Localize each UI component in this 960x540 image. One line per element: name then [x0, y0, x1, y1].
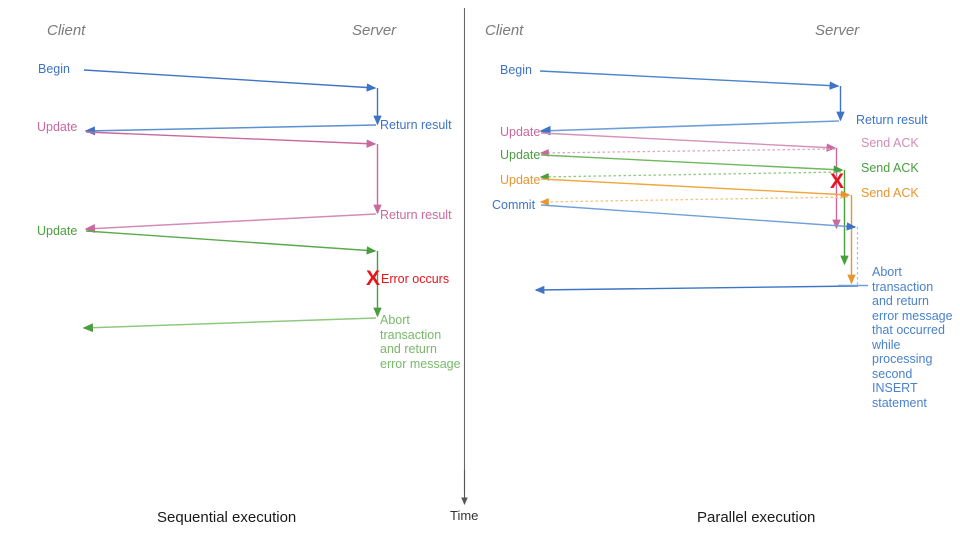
right-actor-client: Client [485, 22, 524, 39]
right-msg-update-1: Update [500, 125, 541, 139]
arrow-update3-request-p [540, 178, 851, 199]
right-msg-commit: Commit [492, 198, 536, 212]
right-msg-begin: Begin [500, 63, 532, 77]
left-error-x-icon: X [366, 267, 381, 290]
arrow-update-1-request [85, 131, 377, 148]
right-msg-send-ack-2: Send ACK [861, 161, 919, 175]
left-msg-update-2: Update [37, 224, 78, 238]
arrow-update2-request-p [540, 154, 844, 174]
left-msg-begin: Begin [38, 62, 70, 76]
right-msg-return-result: Return result [856, 113, 928, 127]
right-error-x-icon: X [830, 170, 845, 193]
arrow-return-result-1 [84, 124, 377, 136]
right-msg-update-3: Update [500, 173, 541, 187]
right-panel-arrows [534, 70, 868, 295]
arrow-ack2-dotted-p [539, 171, 842, 181]
arrow-begin-request-p [539, 70, 840, 90]
right-panel-caption: Parallel execution [697, 509, 816, 526]
right-actor-server: Server [815, 22, 860, 39]
left-panel-arrows [82, 69, 382, 333]
right-msg-send-ack-3: Send ACK [861, 186, 919, 200]
arrow-return-result-p [539, 120, 840, 136]
left-msg-return-result-1: Return result [380, 118, 452, 132]
time-axis-label: Time [450, 508, 479, 523]
left-msg-update-1: Update [37, 120, 78, 134]
arrow-return-result-2 [84, 213, 377, 234]
arrow-update1-request-p [540, 132, 837, 152]
left-msg-return-result-2: Return result [380, 208, 452, 222]
arrow-ack1-dotted-p [539, 148, 836, 157]
right-msg-abort-block: Abort transaction and return error messa… [872, 265, 953, 410]
right-msg-send-ack-1: Send ACK [861, 136, 919, 150]
left-msg-abort-block: Abort transaction and return error messa… [380, 313, 461, 371]
arrow-abort-return [82, 317, 377, 333]
left-actor-server: Server [352, 22, 397, 39]
right-msg-update-2: Update [500, 148, 541, 162]
left-msg-error-occurs: Error occurs [381, 272, 450, 286]
arrow-abort-return-p [534, 285, 859, 295]
left-panel-caption: Sequential execution [157, 509, 297, 526]
left-actor-client: Client [47, 22, 86, 39]
arrow-begin-request [83, 69, 377, 92]
arrow-commit-request-p [540, 204, 857, 231]
arrow-ack3-dotted-p [539, 196, 849, 206]
arrow-update-2-request [85, 230, 377, 255]
